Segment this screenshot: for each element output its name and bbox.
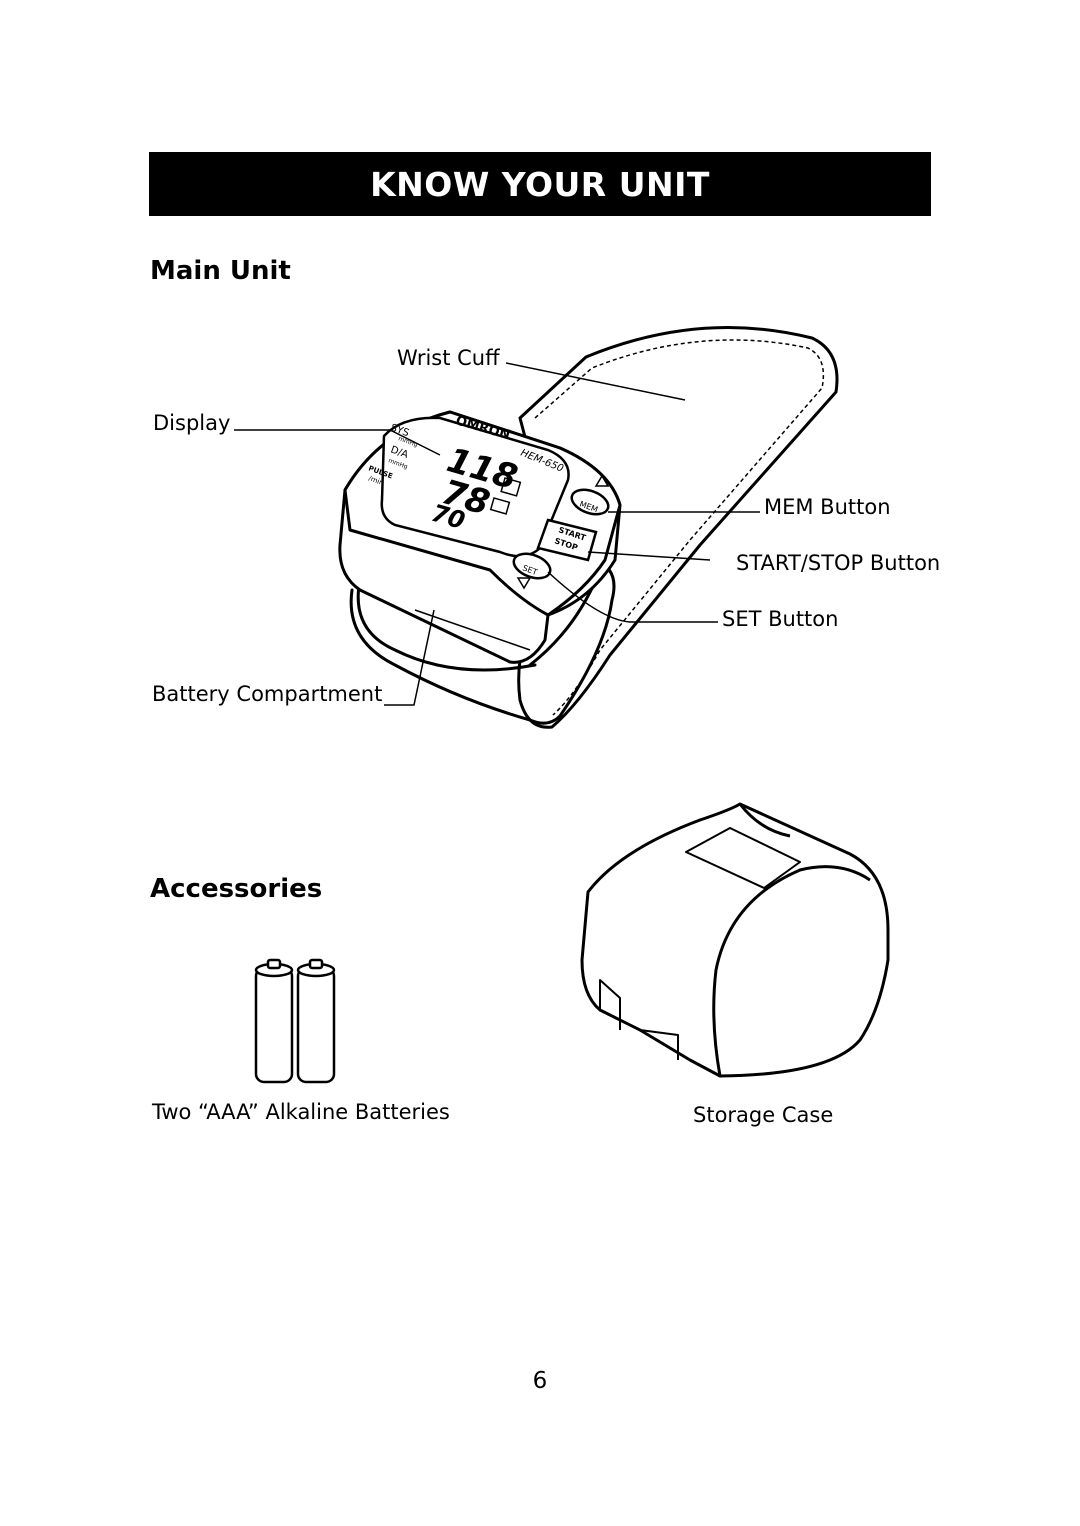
display-label: Display	[153, 411, 231, 435]
up-arrow-icon	[594, 474, 610, 487]
page-number: 6	[532, 1368, 548, 1394]
storage-case-label: Storage Case	[693, 1103, 834, 1127]
batteries-label: Two “AAA” Alkaline Batteries	[152, 1100, 450, 1124]
wrist-cuff-loop	[349, 578, 562, 725]
wrist-cuff-stitching	[534, 339, 825, 716]
page-title-banner: KNOW YOUR UNIT	[149, 152, 931, 216]
battery-compartment-leader	[384, 609, 435, 706]
accessories-heading: Accessories	[150, 874, 323, 904]
start-stop-leader	[587, 551, 711, 561]
down-arrow-icon	[516, 577, 532, 590]
page-title: KNOW YOUR UNIT	[370, 164, 710, 204]
wrist-cuff-outline	[517, 326, 839, 729]
start-stop-button-shape	[536, 518, 598, 562]
wrist-cuff-leader	[505, 362, 686, 401]
main-unit-heading: Main Unit	[150, 256, 291, 286]
graph-icon	[489, 497, 511, 515]
set-button-label: SET Button	[722, 607, 839, 631]
display-leader	[234, 429, 441, 456]
wrist-cuff-label: Wrist Cuff	[397, 346, 500, 370]
set-button-leader	[547, 571, 718, 623]
storage-case-icon	[580, 802, 890, 1078]
set-button-shape	[512, 552, 552, 580]
start-stop-button-label: START/STOP Button	[736, 551, 941, 575]
mem-button-label: MEM Button	[764, 495, 891, 519]
mem-button-shape	[570, 488, 610, 516]
batteries-icon	[254, 958, 336, 1084]
memory-icon	[500, 477, 522, 497]
battery-compartment-label: Battery Compartment	[152, 682, 383, 706]
